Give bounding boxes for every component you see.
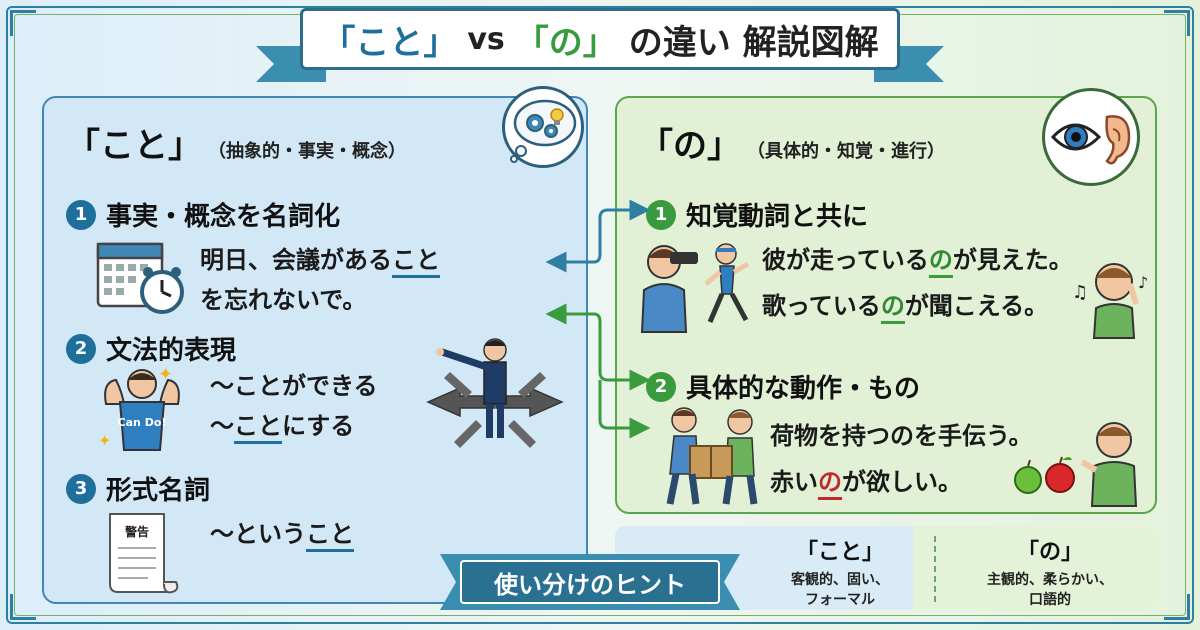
no-item-1-title: 知覚動詞と共に	[686, 202, 869, 232]
koto-item-3-title: 形式名詞	[106, 476, 211, 506]
example-text: 荷物を持つのを手伝う。	[770, 422, 1033, 450]
hint-no-desc: 主観的、柔らかい、 口語的	[987, 572, 1113, 608]
no-item-1-example: 彼が走っているのが見えた。 歌っているのが聞こえる。	[762, 240, 1073, 326]
example-text: 〜	[210, 372, 234, 400]
businessman-crossroads-illustration	[420, 332, 570, 456]
no-item-2-example: 荷物を持つのを手伝う。 赤いのが欲しい。	[770, 416, 1033, 502]
koto-heading: 「こと」	[66, 126, 202, 166]
koto-item-2-title: 文法的表現	[106, 336, 237, 366]
example-text: を忘れないで。	[200, 286, 367, 314]
listening-child-illustration: ♫ ♪	[1072, 250, 1156, 344]
koto-item-1-title: 事実・概念を名詞化	[106, 202, 341, 232]
hint-divider	[934, 536, 936, 602]
svg-text:♪: ♪	[1138, 273, 1148, 292]
example-text: 歌っている	[762, 292, 881, 320]
koto-panel-heading: 「こと」 （抽象的・事実・概念）	[66, 118, 406, 167]
eye-ear-icon	[1042, 88, 1140, 186]
corner-ornament	[10, 10, 36, 36]
no-subheading: （具体的・知覚・進行）	[747, 141, 945, 162]
koto-item-2-example: 〜ことができる 〜ことにする	[210, 366, 378, 446]
number-badge: 2	[646, 371, 676, 402]
highlight-koto: こと	[306, 520, 354, 552]
hint-koto-label: 「こと」	[795, 540, 884, 565]
highlight-koto: こと	[392, 246, 440, 278]
example-text: 明日、会議がある	[200, 246, 392, 274]
title-vs: vs	[467, 21, 505, 57]
no-item-2-heading: 2 具体的な動作・もの	[646, 368, 920, 405]
corner-ornament	[1164, 594, 1190, 620]
carrying-box-illustration	[656, 404, 766, 512]
corner-ornament	[1164, 10, 1190, 36]
koto-item-1-example: 明日、会議があること を忘れないで。	[200, 240, 440, 320]
example-line: 赤いのが欲しい。	[770, 462, 1033, 502]
example-text: が聞こえる。	[904, 292, 1049, 320]
title-rest: の違い 解説図解	[628, 22, 879, 63]
koto-item-2-heading: 2 文法的表現	[66, 330, 236, 367]
svg-text:♫: ♫	[1072, 282, 1088, 303]
apples-child-illustration	[1010, 416, 1146, 512]
arrow-koto-to-no-1	[545, 199, 651, 273]
example-line: 歌っているのが聞こえる。	[762, 286, 1073, 326]
example-text: 〜	[210, 412, 234, 440]
warning-scroll-icon: 警告	[100, 508, 180, 602]
example-text: こと	[234, 372, 282, 400]
no-item-1-heading: 1 知覚動詞と共に	[646, 196, 868, 233]
highlight-no-red: の	[818, 468, 842, 500]
svg-text:✦: ✦	[98, 431, 111, 450]
scroll-label: 警告	[124, 524, 149, 539]
arrow-koto-to-no-2	[545, 303, 651, 391]
koto-item-1-heading: 1 事実・概念を名詞化	[66, 196, 340, 233]
example-line: 明日、会議があること	[200, 240, 440, 280]
corner-ornament	[10, 594, 36, 620]
calendar-clock-icon	[94, 238, 190, 322]
no-heading: 「の」	[639, 126, 741, 166]
number-badge: 3	[66, 473, 96, 504]
example-text: が欲しい。	[842, 468, 962, 496]
example-line: 彼が走っているのが見えた。	[762, 240, 1073, 280]
arrow-no-2-branch	[598, 380, 651, 439]
koto-item-3-example: 〜ということ	[210, 514, 354, 554]
highlight-koto: こと	[234, 412, 282, 444]
number-badge: 2	[66, 333, 96, 364]
example-line: 〜ことができる	[210, 366, 378, 406]
example-text: が見えた。	[952, 246, 1073, 274]
no-panel-heading: 「の」 （具体的・知覚・進行）	[639, 118, 945, 167]
thought-gears-icon	[502, 86, 584, 168]
example-text: 赤い	[770, 468, 818, 496]
hint-no-label: 「の」	[1016, 540, 1083, 565]
no-item-2-title: 具体的な動作・もの	[686, 374, 921, 404]
example-text: 〜という	[210, 520, 306, 548]
title-koto: 「こと」	[321, 22, 458, 63]
example-text: ができる	[282, 372, 378, 400]
hint-banner-title: 使い分けのヒント	[460, 560, 720, 604]
outer-frame	[6, 6, 1194, 624]
hint-no: 「の」 主観的、柔らかい、 口語的	[960, 534, 1140, 610]
can-do-badge: Can Do!	[118, 416, 167, 429]
highlight-no: の	[928, 246, 953, 278]
koto-subheading: （抽象的・事実・概念）	[208, 141, 406, 162]
example-text: 彼が走っている	[762, 246, 929, 274]
title-no: 「の」	[514, 22, 617, 63]
example-text: にする	[282, 412, 355, 440]
number-badge: 1	[66, 199, 96, 230]
hint-koto: 「こと」 客観的、固い、 フォーマル	[760, 534, 920, 610]
example-line: 〜ことにする	[210, 406, 378, 446]
hint-koto-desc: 客観的、固い、 フォーマル	[791, 572, 889, 608]
number-badge: 1	[646, 199, 676, 230]
flexing-man-illustration: ✦ ✦ Can Do!	[92, 362, 192, 458]
highlight-no: の	[880, 292, 905, 324]
page-title: 「こと」 vs 「の」 の違い 解説図解	[300, 8, 900, 70]
koto-item-3-heading: 3 形式名詞	[66, 470, 210, 507]
